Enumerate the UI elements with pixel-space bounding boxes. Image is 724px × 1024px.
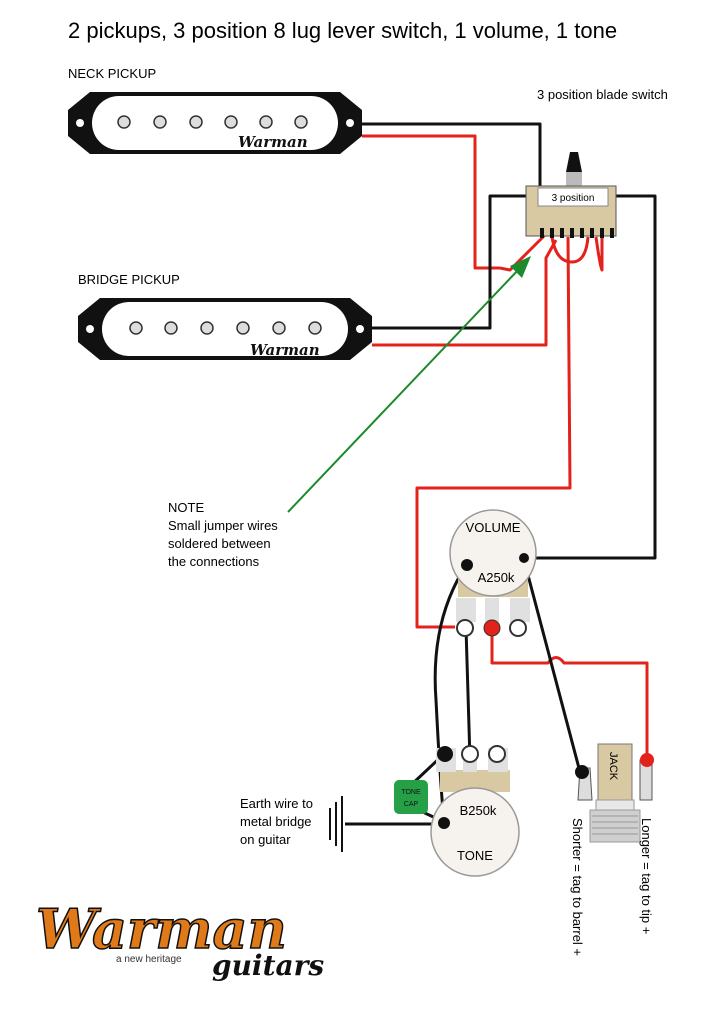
neck-pickup-brand: Warman bbox=[238, 133, 308, 151]
earth-line-3: on guitar bbox=[240, 832, 291, 847]
tone-cap: TONE CAP bbox=[394, 780, 428, 814]
bridge-pickup-label: BRIDGE PICKUP bbox=[78, 272, 180, 287]
tone-pot: B250k TONE bbox=[430, 745, 520, 877]
volume-value: A250k bbox=[478, 570, 515, 585]
switch-body-label: 3 position bbox=[552, 193, 595, 204]
output-jack: JACK bbox=[575, 743, 654, 843]
logo-sub: guitars bbox=[212, 949, 324, 982]
diagram-title: 2 pickups, 3 position 8 lug lever switch… bbox=[68, 18, 617, 43]
neck-ground-wire bbox=[362, 122, 542, 198]
jack-shorter-note: Shorter = tag to barrel + bbox=[570, 818, 585, 956]
note-line-4: the connections bbox=[168, 554, 260, 569]
neck-hot-wire bbox=[362, 134, 500, 270]
ground-bus-wire bbox=[524, 194, 657, 560]
note-arrow bbox=[287, 256, 531, 513]
switch-jumper-b bbox=[594, 236, 604, 272]
tone-value: B250k bbox=[460, 803, 497, 818]
switch-output-wire bbox=[415, 236, 572, 629]
logo-tagline: a new heritage bbox=[116, 954, 182, 965]
volume-output-wire bbox=[490, 630, 649, 760]
volume-label: VOLUME bbox=[466, 520, 521, 535]
volume-tone-link bbox=[464, 627, 472, 761]
note-line-2: Small jumper wires bbox=[168, 518, 278, 533]
bridge-hot-wire bbox=[372, 239, 558, 347]
neck-pickup-label: NECK PICKUP bbox=[68, 66, 156, 81]
logo-brand: Warman bbox=[36, 897, 287, 961]
warman-logo: Warman a new heritage guitars bbox=[35, 896, 324, 982]
note-title: NOTE bbox=[168, 500, 204, 515]
earth-line-2: metal bridge bbox=[240, 814, 312, 829]
tone-cap-line-1: TONE bbox=[401, 789, 421, 796]
note-line-3: soldered between bbox=[168, 536, 271, 551]
bridge-pickup-brand: Warman bbox=[250, 341, 320, 359]
blade-switch: 3 position bbox=[525, 152, 617, 238]
neck-hot-jumper bbox=[499, 230, 550, 272]
neck-pickup: Warman bbox=[68, 92, 362, 154]
bridge-ground-wire bbox=[372, 194, 528, 330]
switch-jumper-a bbox=[550, 236, 590, 264]
bridge-pickup: Warman bbox=[78, 298, 372, 360]
jack-longer-note: Longer = tag to tip + bbox=[639, 818, 654, 934]
tone-cap-line-2: CAP bbox=[404, 801, 419, 808]
switch-caption: 3 position blade switch bbox=[537, 87, 668, 102]
earth-symbol bbox=[329, 796, 343, 852]
earth-line-1: Earth wire to bbox=[240, 796, 313, 811]
jack-label: JACK bbox=[607, 752, 619, 781]
volume-pot: VOLUME A250k bbox=[449, 509, 537, 637]
tone-label: TONE bbox=[457, 848, 493, 863]
jack-ground-wire bbox=[522, 559, 582, 773]
